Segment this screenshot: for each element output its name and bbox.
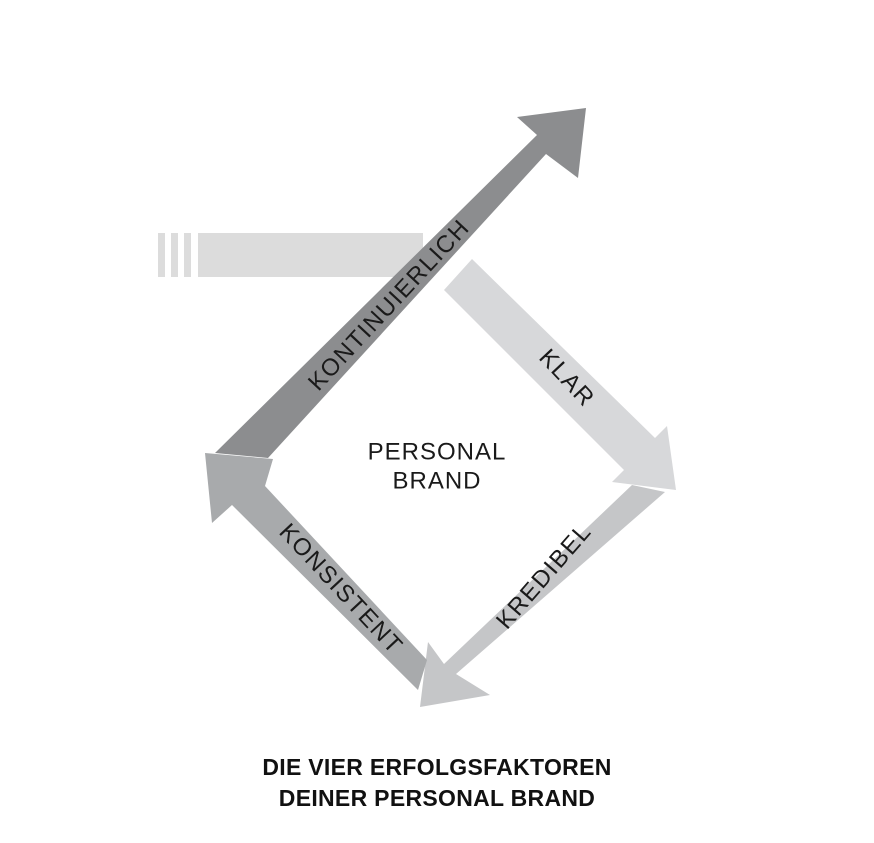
start-bar bbox=[158, 233, 423, 277]
caption-line1: DIE VIER ERFOLGSFAKTOREN bbox=[262, 754, 612, 780]
caption-line2: DEINER PERSONAL BRAND bbox=[278, 785, 596, 811]
start-bar-dash bbox=[171, 233, 178, 277]
konsistent-arrow bbox=[205, 453, 427, 690]
konsistent-label: KONSISTENT bbox=[274, 518, 409, 660]
start-bar-body bbox=[198, 233, 423, 277]
start-bar-dash bbox=[158, 233, 165, 277]
kredibel-label: KREDIBEL bbox=[491, 518, 597, 634]
kontinuierlich-arrow bbox=[215, 108, 586, 458]
center-label-line1: PERSONAL bbox=[368, 438, 507, 465]
klar-arrow bbox=[444, 259, 676, 490]
kredibel-arrow bbox=[420, 485, 665, 707]
diagram-caption: DIE VIER ERFOLGSFAKTOREN DEINER PERSONAL… bbox=[0, 752, 874, 814]
start-bar-dash bbox=[184, 233, 191, 277]
center-label-line2: BRAND bbox=[392, 467, 481, 494]
